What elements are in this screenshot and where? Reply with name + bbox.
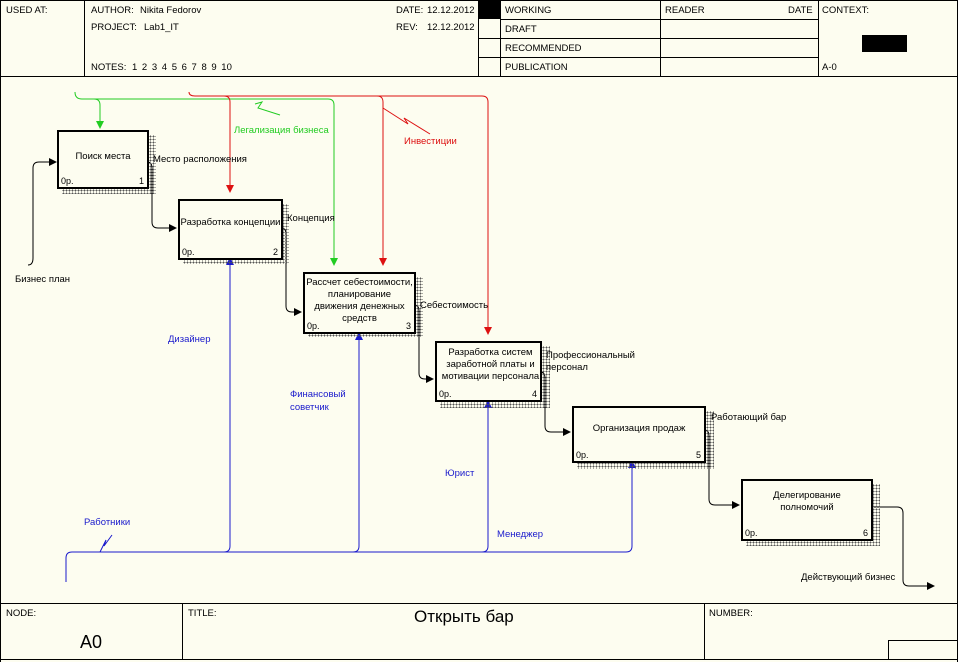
activity-title: Разработка систем заработной платы и мот…	[441, 347, 540, 382]
arrow-business-plan[interactable]	[27, 158, 57, 266]
activity-cost: 0р.	[439, 389, 452, 399]
label-concept: Концепция	[287, 213, 335, 224]
activity-cost: 0р.	[307, 321, 320, 331]
activity-title: Делегирование полномочий	[773, 490, 841, 513]
reader-label: READER	[665, 5, 705, 16]
label-professional-staff: Профессиональный персонал	[546, 350, 635, 373]
activity-box-1[interactable]: Поиск места 0р. 1	[57, 130, 149, 189]
label-designer: Дизайнер	[168, 334, 211, 345]
context-thumbnail	[862, 35, 907, 52]
number-label: NUMBER:	[709, 608, 753, 619]
activity-box-5[interactable]: Организация продаж 0р. 5	[572, 406, 706, 463]
status-working: WORKING	[505, 5, 552, 16]
date-label: DATE:	[396, 5, 424, 16]
activity-cost: 0р.	[61, 176, 74, 186]
project-label: PROJECT:	[91, 22, 137, 33]
activity-title: Организация продаж	[592, 423, 686, 434]
activity-title: Рассчет себестоимости, планирование движ…	[306, 277, 413, 324]
activity-number: 6	[862, 528, 868, 538]
activity-box-4[interactable]: Разработка систем заработной платы и мот…	[435, 341, 542, 402]
date-value: 12.12.2012	[427, 5, 475, 16]
activity-number: 4	[531, 389, 537, 399]
author-label: AUTHOR:	[91, 5, 134, 16]
rev-value: 12.12.2012	[427, 22, 475, 33]
activity-cost: 0р.	[745, 528, 758, 538]
activity-box-3[interactable]: Рассчет себестоимости, планирование движ…	[303, 272, 416, 334]
label-legalization: Легализация бизнеса	[234, 125, 329, 136]
activity-title: Разработка концепции	[180, 217, 281, 228]
activity-number: 2	[272, 247, 278, 257]
activity-number: 1	[138, 176, 144, 186]
label-investments: Инвестиции	[404, 136, 457, 147]
activity-cost: 0р.	[182, 247, 195, 257]
activity-title: Поиск места	[75, 151, 131, 162]
label-financial-advisor: Финансовый советчик	[290, 389, 346, 413]
activity-number: 3	[405, 321, 411, 331]
project-value: Lab1_IT	[144, 22, 179, 33]
label-lawyer: Юрист	[445, 468, 475, 479]
used-at-label: USED AT:	[6, 5, 48, 16]
status-draft: DRAFT	[505, 24, 537, 35]
activity-number: 5	[695, 450, 701, 460]
status-publication: PUBLICATION	[505, 62, 568, 73]
author-value: Nikita Fedorov	[140, 5, 202, 16]
notes-label: NOTES:	[91, 62, 127, 73]
activity-cost: 0р.	[576, 450, 589, 460]
activity-box-2[interactable]: Разработка концепции 0р. 2	[178, 199, 283, 260]
node-label: NODE:	[6, 608, 37, 619]
notes-value: 1 2 3 4 5 6 7 8 9 10	[132, 62, 232, 73]
arrow-investments[interactable]	[188, 91, 492, 335]
label-business-plan: Бизнес план	[15, 274, 71, 285]
activity-box-6[interactable]: Делегирование полномочий 0р. 6	[741, 479, 873, 541]
label-operating-business: Действующий бизнес	[801, 572, 896, 583]
arrow-legalization[interactable]	[74, 91, 338, 266]
reader-date-label: DATE	[788, 5, 813, 16]
title-label: TITLE:	[188, 608, 217, 619]
arrow-operating-business[interactable]	[871, 506, 935, 590]
label-workers: Работники	[84, 517, 131, 528]
diagram-title: Открыть бар	[414, 607, 514, 626]
status-recommended: RECOMMENDED	[505, 43, 582, 54]
context-node: A-0	[822, 62, 837, 73]
node-value: A0	[80, 632, 103, 652]
label-working-bar: Работающий бар	[711, 412, 787, 423]
label-manager: Менеджер	[497, 529, 544, 540]
rev-label: REV:	[396, 22, 418, 33]
label-cost-price: Себестоимость	[420, 300, 489, 311]
working-status-marker	[479, 1, 500, 19]
arrow-mechanisms[interactable]	[65, 257, 636, 582]
context-label: CONTEXT:	[822, 5, 869, 16]
label-location: Место расположения	[153, 154, 247, 165]
